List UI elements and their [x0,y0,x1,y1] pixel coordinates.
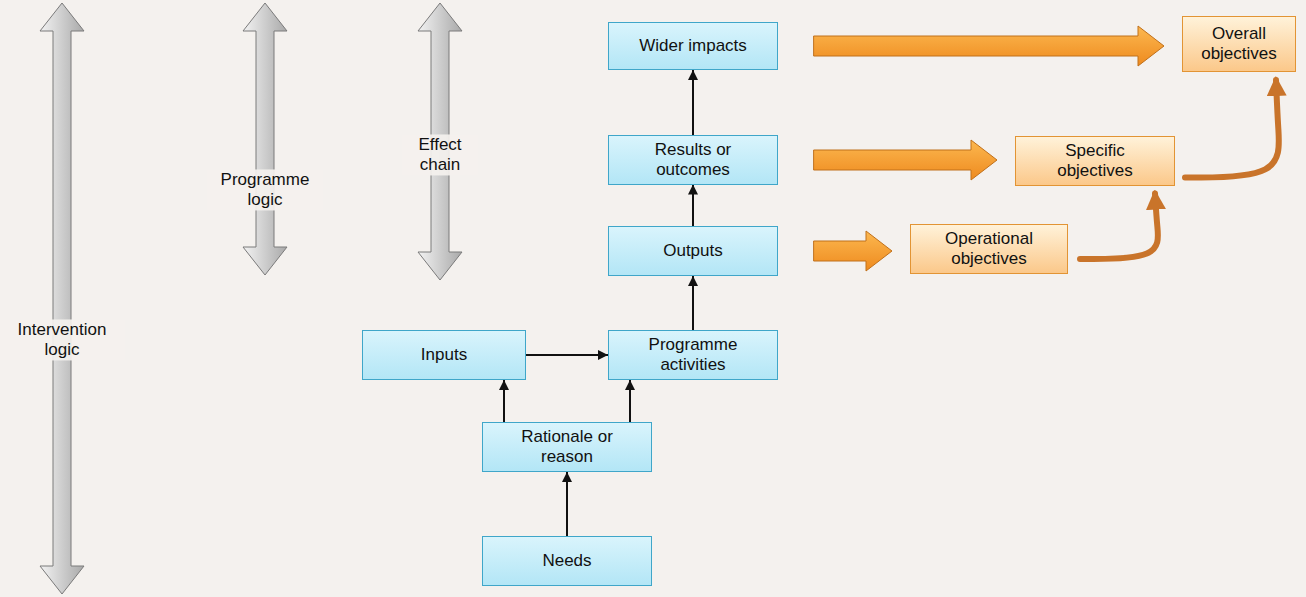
objective-arrow [814,231,892,271]
curved-arrow [1185,80,1279,178]
process-box: Rationale or reason [482,422,652,472]
objective-box: Overall objectives [1182,16,1296,72]
objective-box: Specific objectives [1015,136,1175,185]
box-text: Rationale or reason [507,427,627,466]
process-box: Wider impacts [608,22,778,70]
flow-arrow [692,276,694,330]
objective-arrow [814,26,1164,66]
flow-arrow [692,70,694,135]
box-text: Programme activities [633,335,753,374]
flow-arrow [629,380,631,422]
box-text: Outputs [663,241,723,261]
process-box: Programme activities [608,330,778,380]
box-text: Inputs [421,345,467,365]
box-text: Needs [542,551,591,571]
curved-arrow [1080,194,1158,259]
process-box: Needs [482,536,652,586]
flow-arrow [566,472,568,536]
objective-box: Operational objectives [910,224,1068,274]
objective-arrow [814,140,997,180]
box-text: Results or outcomes [633,140,753,179]
box-text: Overall objectives [1189,24,1289,63]
flow-arrow [526,354,608,356]
programme-logic-arrow [243,3,287,275]
flow-arrow [503,380,505,422]
box-text: Operational objectives [929,229,1049,268]
scale-label: Effect chain [402,134,478,175]
flow-arrow [692,185,694,226]
box-text: Wider impacts [639,36,747,56]
process-box: Results or outcomes [608,135,778,184]
process-box: Inputs [362,330,526,380]
box-text: Specific objectives [1045,141,1145,180]
process-box: Outputs [608,226,778,276]
scale-label: Intervention logic [0,319,125,360]
scale-label: Programme logic [207,169,323,210]
intervention-logic-arrow [40,3,84,594]
